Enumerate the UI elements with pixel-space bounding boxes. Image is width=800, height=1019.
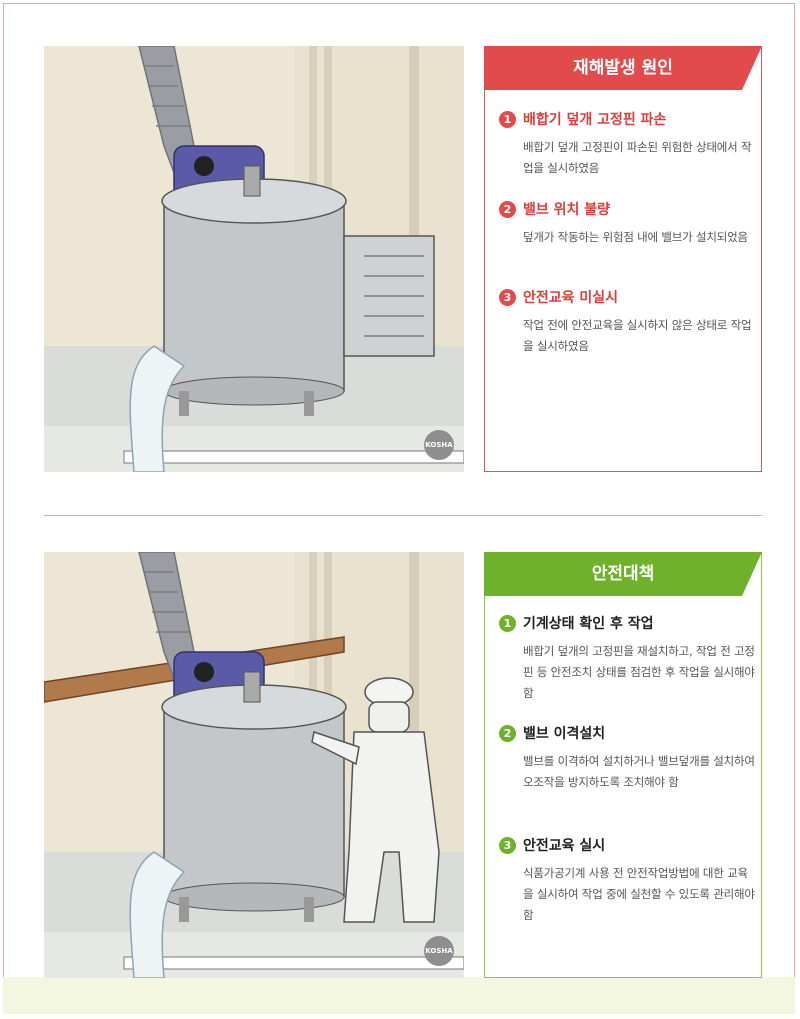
measure-item-1: 1 기계상태 확인 후 작업 배합기 덮개의 고정핀을 재설치하고, 작업 전 …: [499, 613, 755, 704]
measure-panel-header: 안전대책: [484, 552, 762, 596]
cause-panel-header: 재해발생 원인: [484, 46, 762, 90]
cause-item-desc: 배합기 덮개 고정핀이 파손된 위험한 상태에서 작업을 실시하였음: [523, 140, 752, 175]
kosha-logo-bottom: KOSHA: [424, 936, 454, 966]
number-badge: 1: [499, 110, 516, 128]
cause-panel: 재해발생 원인 1 배합기 덮개 고정핀 파손 배합기 덮개 고정핀이 파손된 …: [484, 46, 762, 472]
measure-panel: 안전대책 1 기계상태 확인 후 작업 배합기 덮개의 고정핀을 재설치하고, …: [484, 552, 762, 978]
measure-item-desc: 식품가공기계 사용 전 안전작업방법에 대한 교육을 실시하여 작업 중에 실천…: [523, 866, 755, 922]
cause-item-heading: 안전교육 미실시: [523, 290, 619, 306]
cause-item-1: 1 배합기 덮개 고정핀 파손 배합기 덮개 고정핀이 파손된 위험한 상태에서…: [499, 109, 755, 179]
kosha-logo-top: KOSHA: [424, 430, 454, 460]
number-badge: 2: [499, 200, 516, 218]
number-badge: 3: [499, 836, 516, 854]
measure-illustration: [44, 552, 464, 978]
cause-item-heading: 배합기 덮개 고정핀 파손: [523, 112, 667, 128]
cause-item-3: 3 안전교육 미실시 작업 전에 안전교육을 실시하지 않은 상태로 작업을 실…: [499, 287, 755, 357]
cause-item-desc: 덮개가 작동하는 위험점 내에 밸브가 설치되었음: [523, 230, 748, 244]
measure-item-3: 3 안전교육 실시 식품가공기계 사용 전 안전작업방법에 대한 교육을 실시하…: [499, 835, 755, 926]
section-divider: [44, 515, 762, 516]
measure-item-2: 2 밸브 이격설치 밸브를 이격하여 설치하거나 밸브덮개를 설치하여 오조작을…: [499, 723, 755, 793]
measure-item-heading: 밸브 이격설치: [523, 726, 606, 742]
cause-item-desc: 작업 전에 안전교육을 실시하지 않은 상태로 작업을 실시하였음: [523, 318, 752, 353]
number-badge: 3: [499, 288, 516, 306]
measure-panel-title: 안전대책: [591, 564, 655, 584]
cause-item-heading: 밸브 위치 불량: [523, 202, 611, 218]
cause-illustration: [44, 46, 464, 472]
measure-item-heading: 안전교육 실시: [523, 838, 606, 854]
measure-item-desc: 밸브를 이격하여 설치하거나 밸브덮개를 설치하여 오조작을 방지하도록 조치해…: [523, 754, 755, 789]
bottom-band: [3, 977, 795, 1014]
measure-item-desc: 배합기 덮개의 고정핀을 재설치하고, 작업 전 고정핀 등 안전조치 상태를 …: [523, 644, 755, 700]
number-badge: 1: [499, 614, 516, 632]
cause-panel-title: 재해발생 원인: [573, 58, 673, 78]
cause-item-2: 2 밸브 위치 불량 덮개가 작동하는 위험점 내에 밸브가 설치되었음: [499, 199, 755, 248]
number-badge: 2: [499, 724, 516, 742]
measure-item-heading: 기계상태 확인 후 작업: [523, 616, 654, 632]
